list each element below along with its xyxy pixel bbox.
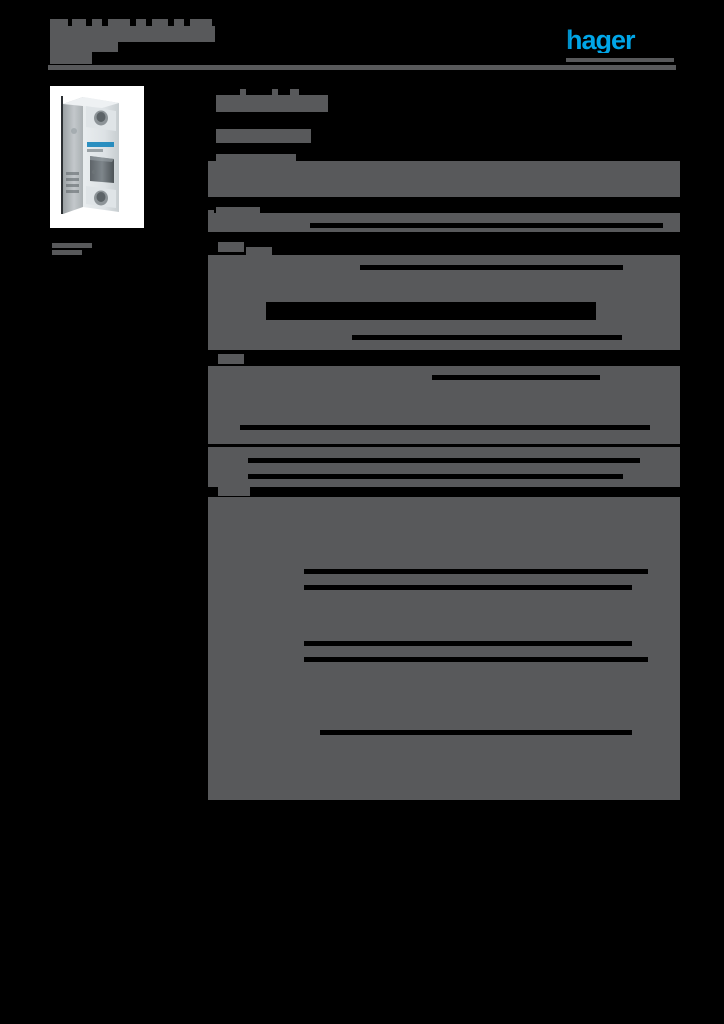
section-3-value-line	[432, 375, 600, 380]
hager-logo: hager	[566, 27, 674, 53]
header-divider	[48, 65, 676, 70]
header-title-fragment	[92, 19, 102, 28]
footer-website-link[interactable]: hager.com/uk	[0, 0, 97, 17]
section-2-row-tick	[208, 258, 215, 262]
header-title-line-1	[50, 26, 215, 42]
section-4-value-line	[248, 474, 623, 479]
page-subtitle	[216, 129, 311, 143]
section-3-value-line	[240, 425, 650, 430]
hager-logo-underline	[566, 58, 674, 62]
header-title-fragment	[136, 19, 146, 28]
section-2-row-tick	[208, 320, 215, 324]
section-2-value-line	[266, 302, 596, 320]
header-title-fragment	[72, 19, 86, 28]
section-4-value-line	[248, 458, 640, 463]
title-ascender	[240, 89, 246, 96]
section-2-value-line	[352, 335, 622, 340]
section-1-row-tick	[208, 226, 214, 230]
section-5-band	[208, 497, 680, 800]
header-title-fragment	[174, 19, 184, 28]
hero-section-band	[208, 161, 680, 197]
page-title	[216, 95, 328, 112]
product-caption-line-2	[52, 250, 82, 255]
section-4-band	[208, 447, 680, 487]
section-2-row-tick	[208, 332, 215, 336]
section-2-label-continued	[246, 247, 272, 257]
section-2-label	[218, 242, 244, 252]
section-3-row-tick	[208, 370, 215, 374]
section-3-row-tick	[208, 380, 215, 384]
header-title-fragment	[108, 19, 130, 28]
section-1-value-line	[310, 223, 663, 228]
hero-section-label	[216, 154, 296, 162]
section-2-row-tick	[208, 268, 215, 272]
section-3-row-tick	[208, 424, 215, 428]
section-5-value-line	[304, 657, 648, 662]
section-5-value-line	[304, 585, 632, 590]
section-4-row-tick	[208, 455, 215, 459]
section-1-row-tick	[208, 210, 214, 214]
product-image	[50, 86, 144, 228]
header-title-line-2	[50, 42, 92, 64]
header-title-line-2-fragment	[92, 42, 118, 52]
page-header: hager	[0, 0, 724, 80]
header-title-fragment	[50, 19, 68, 28]
section-4-row-tick	[208, 471, 215, 475]
section-5-value-line	[304, 641, 632, 646]
title-ascender	[272, 89, 278, 96]
section-5-value-line	[320, 730, 632, 735]
section-5-label	[218, 487, 250, 496]
title-ascender	[290, 89, 299, 96]
section-2-value-line	[360, 265, 623, 270]
section-2-row-tick	[208, 344, 215, 348]
section-3-label	[218, 354, 244, 364]
section-5-value-line	[304, 569, 648, 574]
product-caption-line-1	[52, 243, 92, 248]
header-title-fragment	[152, 19, 168, 28]
header-title-fragment	[190, 19, 212, 28]
